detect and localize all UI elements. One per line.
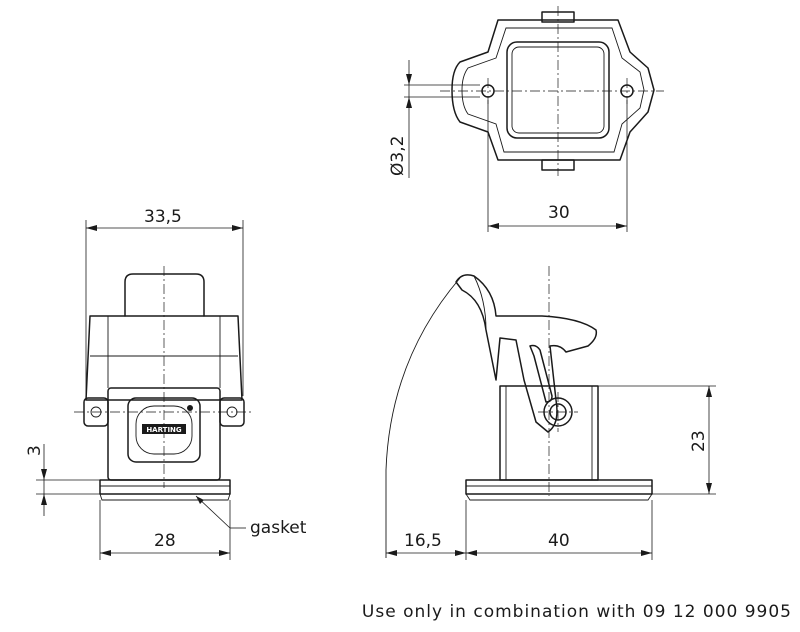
side-view-base	[465, 479, 653, 495]
side-view-slot	[529, 344, 553, 403]
logo-text: HARTING	[146, 426, 182, 434]
top-view-inner-flange	[461, 27, 645, 153]
height-label: 23	[689, 430, 709, 452]
usage-note: Use only in combination with 09 12 000 9…	[362, 602, 792, 622]
lever-swing-arc	[385, 277, 461, 558]
gasket-label: gasket	[250, 518, 307, 538]
logo-plate	[127, 397, 201, 463]
hole-diameter-label: Ø3,2	[388, 136, 408, 176]
top-view-flange-outline	[451, 19, 655, 161]
base-length-label: 40	[548, 531, 570, 551]
top-view: Ø3,2 30	[388, 6, 664, 232]
front-view-cap	[124, 273, 205, 317]
gasket-thickness-label: 3	[25, 445, 45, 456]
base-width-side-label: 28	[154, 531, 176, 551]
lever-clearance-label: 16,5	[404, 531, 442, 551]
front-view-base	[99, 479, 231, 495]
side-view-lever	[455, 274, 598, 433]
front-view-hood	[85, 315, 243, 401]
width-side-label: 33,5	[144, 207, 182, 227]
side-view: 23 16,5 40	[385, 266, 716, 560]
front-view: HARTING 33,5 28 3 gasket	[25, 207, 307, 560]
hole-spacing-label: 30	[548, 203, 570, 223]
logo-badge	[142, 424, 186, 434]
